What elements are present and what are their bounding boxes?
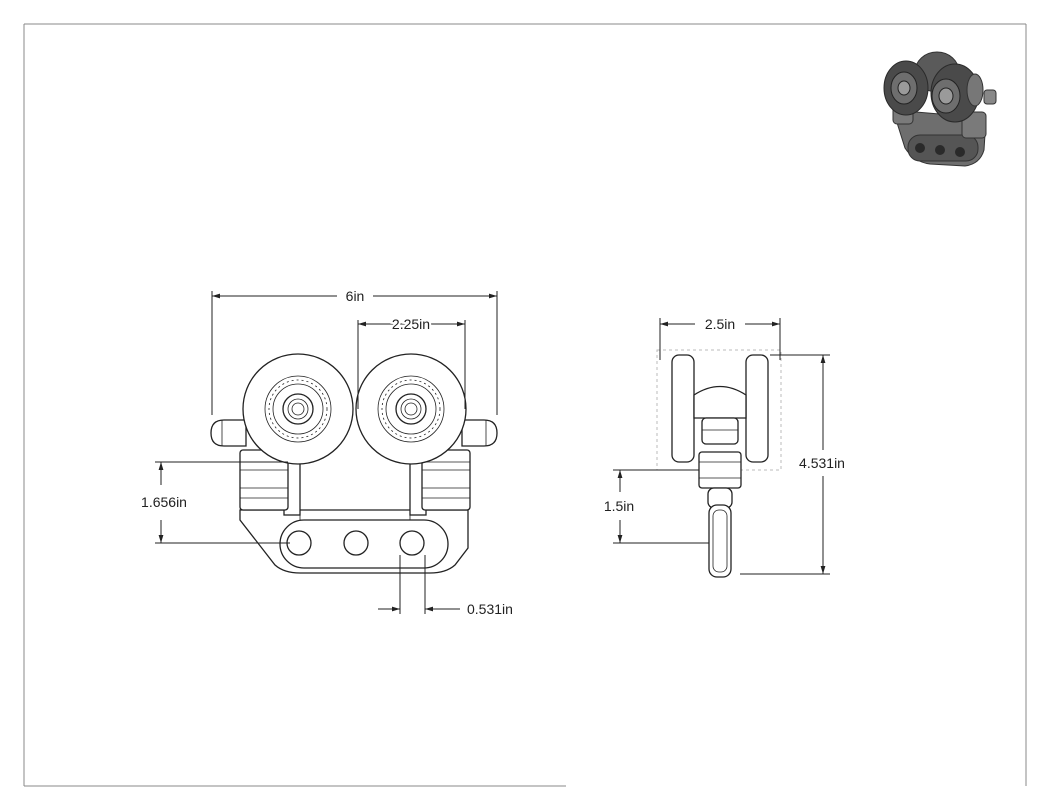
side-view: 2.5in 4.531in 1.5in [604, 316, 847, 578]
front-view: 6in 2.25in 1.656in 0.531in [141, 288, 513, 617]
dim-side-width: 2.5in [659, 316, 781, 360]
side-stem [698, 451, 742, 489]
front-right-axle-block [421, 449, 471, 511]
front-hole [399, 530, 425, 556]
front-hole [343, 530, 369, 556]
dim-stem-height: 1.5in [604, 469, 709, 544]
front-left-wheel [242, 353, 354, 465]
dim-label-stem-height: 1.5in [604, 498, 634, 514]
side-right-wheel [745, 354, 769, 463]
dim-hole-diameter: 0.531in [378, 555, 513, 617]
dim-label-overall-height: 4.531in [799, 455, 845, 471]
dim-label-hole-diameter: 0.531in [467, 601, 513, 617]
sheet-border [23, 23, 1027, 787]
front-right-axle-stub [461, 419, 498, 447]
dim-label-width-total: 6in [346, 288, 365, 304]
front-hole [286, 530, 312, 556]
side-left-wheel [671, 354, 695, 463]
roller-trolley-iso-icon [883, 51, 997, 167]
dim-label-wheel-spacing: 2.25in [392, 316, 430, 332]
front-left-axle-stub [210, 419, 247, 447]
side-hanger-plate [708, 504, 732, 578]
front-right-wheel [355, 353, 467, 465]
dim-overall-height: 4.531in [740, 354, 847, 575]
dim-bracket-height: 1.656in [141, 461, 290, 544]
dim-width-total: 6in [211, 288, 498, 415]
dim-wheel-spacing: 2.25in [357, 314, 466, 409]
dim-label-side-width: 2.5in [705, 316, 735, 332]
dim-label-bracket-height: 1.656in [141, 494, 187, 510]
